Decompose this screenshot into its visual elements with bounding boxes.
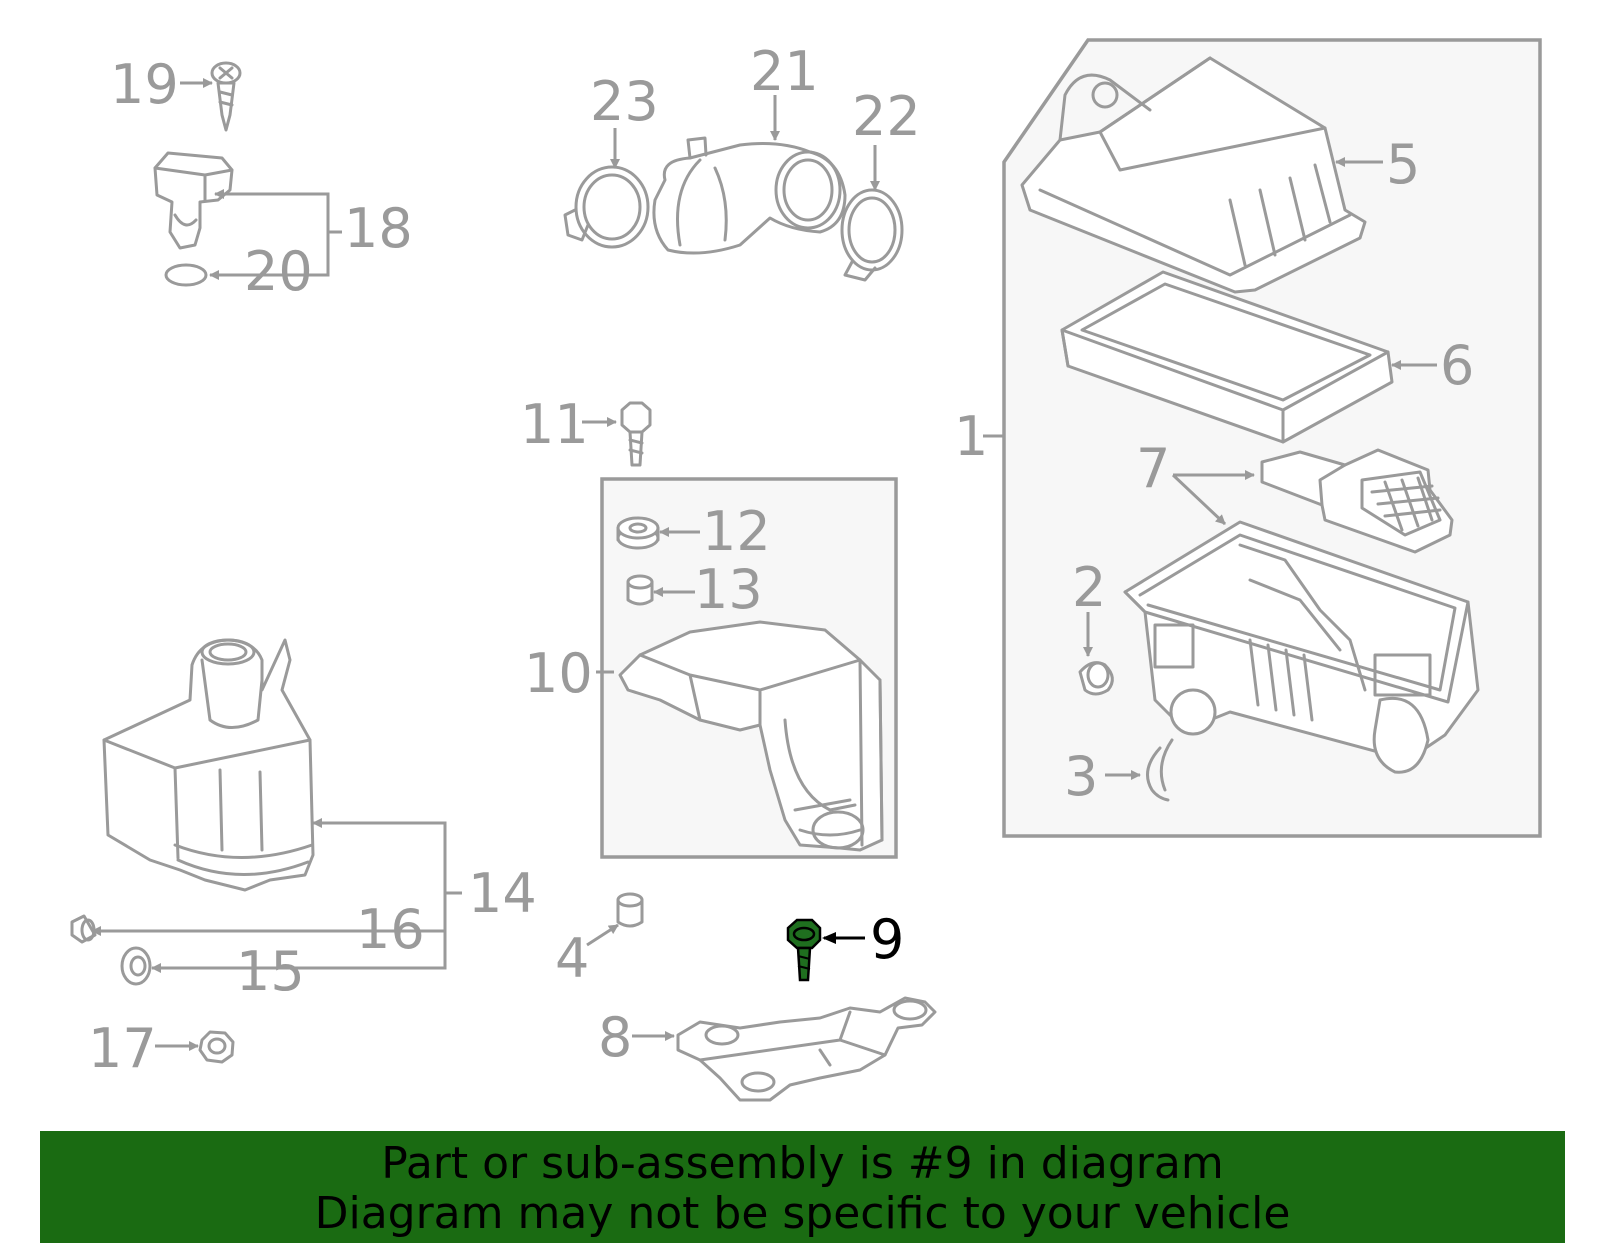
callout-6: 6 — [1440, 334, 1474, 397]
part-16-canister[interactable] — [102, 638, 315, 892]
callout-14: 14 — [468, 862, 537, 925]
part-3-clip[interactable] — [1146, 738, 1174, 802]
part-23-clamp[interactable] — [563, 165, 650, 249]
callout-1: 1 — [954, 405, 988, 468]
callout-3: 3 — [1064, 745, 1098, 808]
callout-20: 20 — [244, 240, 313, 303]
callout-labels: 1 2 3 4 5 6 7 8 9 10 11 12 13 14 15 16 1… — [88, 40, 1474, 1080]
callout-18: 18 — [344, 197, 413, 260]
banner-line-1: Part or sub-assembly is #9 in diagram — [381, 1138, 1224, 1189]
info-banner: Part or sub-assembly is #9 in diagram Di… — [40, 1131, 1565, 1243]
part-17-nut[interactable] — [198, 1030, 235, 1064]
part-22-clamp[interactable] — [840, 188, 904, 282]
callout-2: 2 — [1072, 556, 1106, 619]
callout-15: 15 — [236, 940, 305, 1003]
part-16-cap[interactable] — [70, 914, 97, 944]
callout-13: 13 — [694, 558, 763, 621]
bracket-18 — [209, 192, 342, 280]
callout-22: 22 — [852, 85, 921, 148]
part-20-o-ring[interactable] — [164, 263, 208, 287]
part-8-bracket[interactable] — [676, 996, 937, 1102]
callout-4: 4 — [555, 927, 589, 990]
callout-5: 5 — [1386, 133, 1420, 196]
callout-7: 7 — [1136, 437, 1170, 500]
part-21-intake-hose[interactable] — [652, 136, 847, 255]
part-11-bolt[interactable] — [620, 401, 652, 467]
part-19-screw[interactable] — [210, 61, 242, 132]
part-9-bolt-highlighted[interactable] — [786, 918, 822, 982]
part-4-collar[interactable] — [616, 892, 644, 928]
callout-21: 21 — [750, 40, 819, 103]
part-2-grommet[interactable] — [1078, 661, 1114, 696]
callout-23: 23 — [590, 70, 659, 133]
part-7-lower-case[interactable] — [1123, 520, 1480, 774]
callout-8: 8 — [598, 1006, 632, 1069]
part-13-collar[interactable] — [626, 574, 654, 606]
part-7-upper-duct[interactable] — [1260, 448, 1454, 554]
callout-11: 11 — [520, 393, 589, 456]
part-10-intake-duct[interactable] — [618, 620, 884, 852]
part-12-grommet[interactable] — [616, 516, 660, 550]
callout-17: 17 — [88, 1017, 157, 1080]
banner-line-2: Diagram may not be specific to your vehi… — [314, 1188, 1291, 1239]
callout-16: 16 — [356, 898, 425, 961]
callout-19: 19 — [110, 53, 179, 116]
callout-9: 9 — [870, 908, 904, 971]
part-5-cleaner-cover[interactable] — [1020, 56, 1367, 294]
part-6-filter-element[interactable] — [1060, 270, 1394, 444]
callout-12: 12 — [702, 500, 771, 563]
part-18-sensor[interactable] — [153, 151, 234, 250]
bracket-14 — [92, 821, 462, 970]
callout-10: 10 — [524, 642, 593, 705]
part-15-grommet[interactable] — [120, 946, 152, 986]
